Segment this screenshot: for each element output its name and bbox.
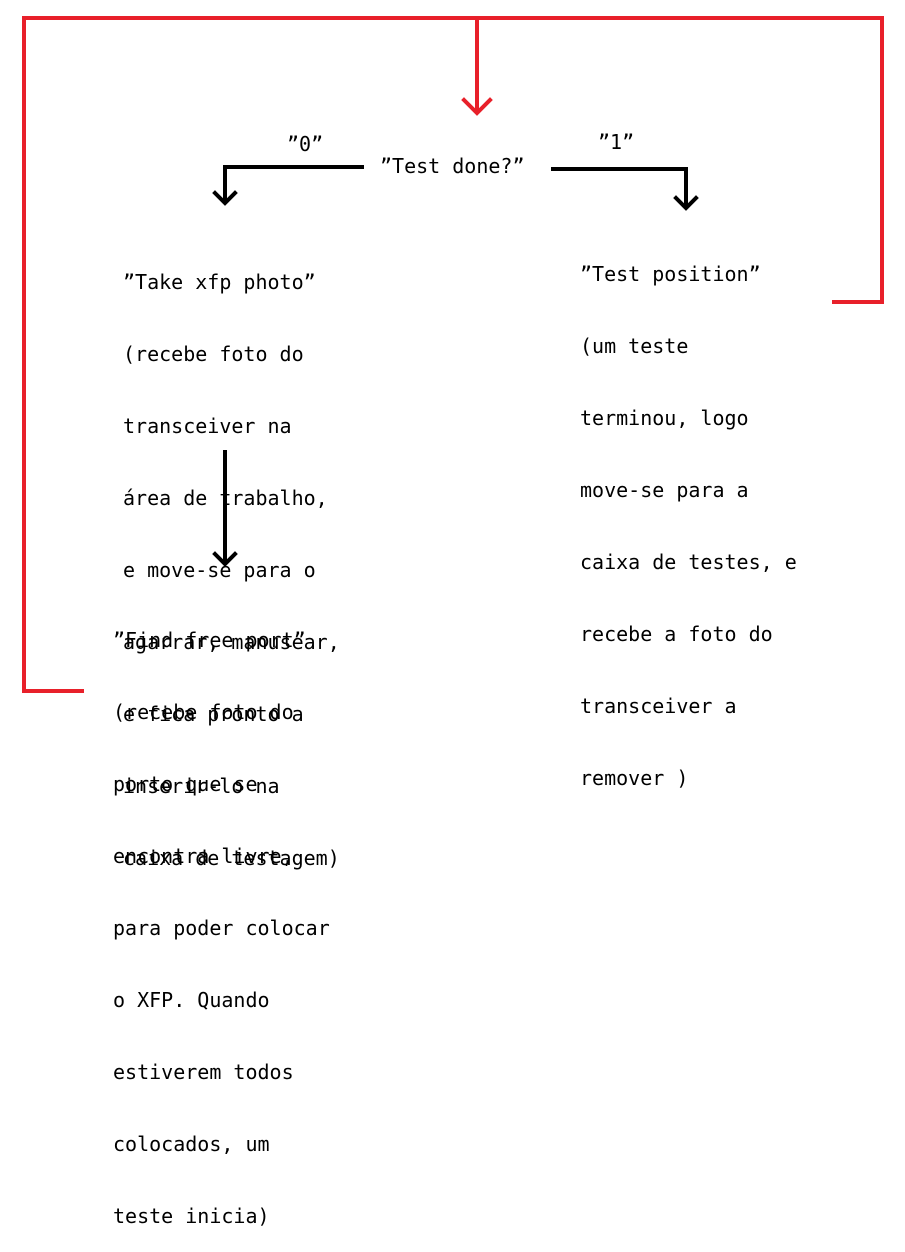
branch-line-right bbox=[551, 167, 688, 208]
find-port-line: ”Find free port” bbox=[113, 628, 306, 652]
find-port-line: colocados, um bbox=[113, 1132, 270, 1156]
find-port-line: porto que se bbox=[113, 772, 258, 796]
test-position-line: (um teste bbox=[580, 334, 689, 358]
take-photo-line: área de trabalho, bbox=[123, 486, 328, 510]
branch-label-zero: ”0” bbox=[287, 132, 324, 156]
test-position-line: recebe a foto do bbox=[580, 622, 773, 646]
flowchart-canvas bbox=[22, 16, 884, 693]
branch-left-arrowhead-icon bbox=[212, 190, 238, 206]
take-photo-line: (recebe foto do bbox=[123, 342, 304, 366]
find-port-node: ”Find free port” (recebe foto do porto q… bbox=[113, 580, 330, 1252]
find-port-line: (recebe foto do bbox=[113, 700, 294, 724]
find-port-line: estiverem todos bbox=[113, 1060, 294, 1084]
find-port-line: encontra livre, bbox=[113, 844, 294, 868]
take-photo-line: transceiver na bbox=[123, 414, 292, 438]
take-photo-line: agarrar, manusear, bbox=[123, 630, 340, 654]
loop-arrowhead-icon bbox=[461, 97, 493, 116]
take-photo-line: ”Take xfp photo” bbox=[123, 270, 316, 294]
branch-right-arrowhead-icon bbox=[673, 195, 699, 211]
test-position-line: transceiver a bbox=[580, 694, 737, 718]
branch-label-one: ”1” bbox=[598, 130, 635, 154]
take-photo-line: inserir-lo na bbox=[123, 774, 280, 798]
flow-connectors bbox=[212, 165, 699, 567]
test-position-line: terminou, logo bbox=[580, 406, 749, 430]
decision-node: ”Test done?” bbox=[380, 154, 525, 178]
loop-line-left bbox=[22, 16, 884, 693]
take-photo-line: e move-se para o bbox=[123, 558, 316, 582]
down-arrowhead-icon bbox=[212, 551, 238, 567]
find-port-line: para poder colocar bbox=[113, 916, 330, 940]
test-position-line: remover ) bbox=[580, 766, 689, 790]
find-port-line: teste inicia) bbox=[113, 1204, 270, 1228]
take-photo-line: e fica pronto a bbox=[123, 702, 304, 726]
loop-connectors bbox=[22, 16, 884, 693]
test-position-line: ”Test position” bbox=[580, 262, 761, 286]
test-position-line: move-se para a bbox=[580, 478, 749, 502]
test-position-line: caixa de testes, e bbox=[580, 550, 797, 574]
branch-line-left bbox=[223, 165, 364, 203]
test-position-node: ”Test position” (um teste terminou, logo… bbox=[580, 214, 797, 814]
find-port-line: o XFP. Quando bbox=[113, 988, 270, 1012]
